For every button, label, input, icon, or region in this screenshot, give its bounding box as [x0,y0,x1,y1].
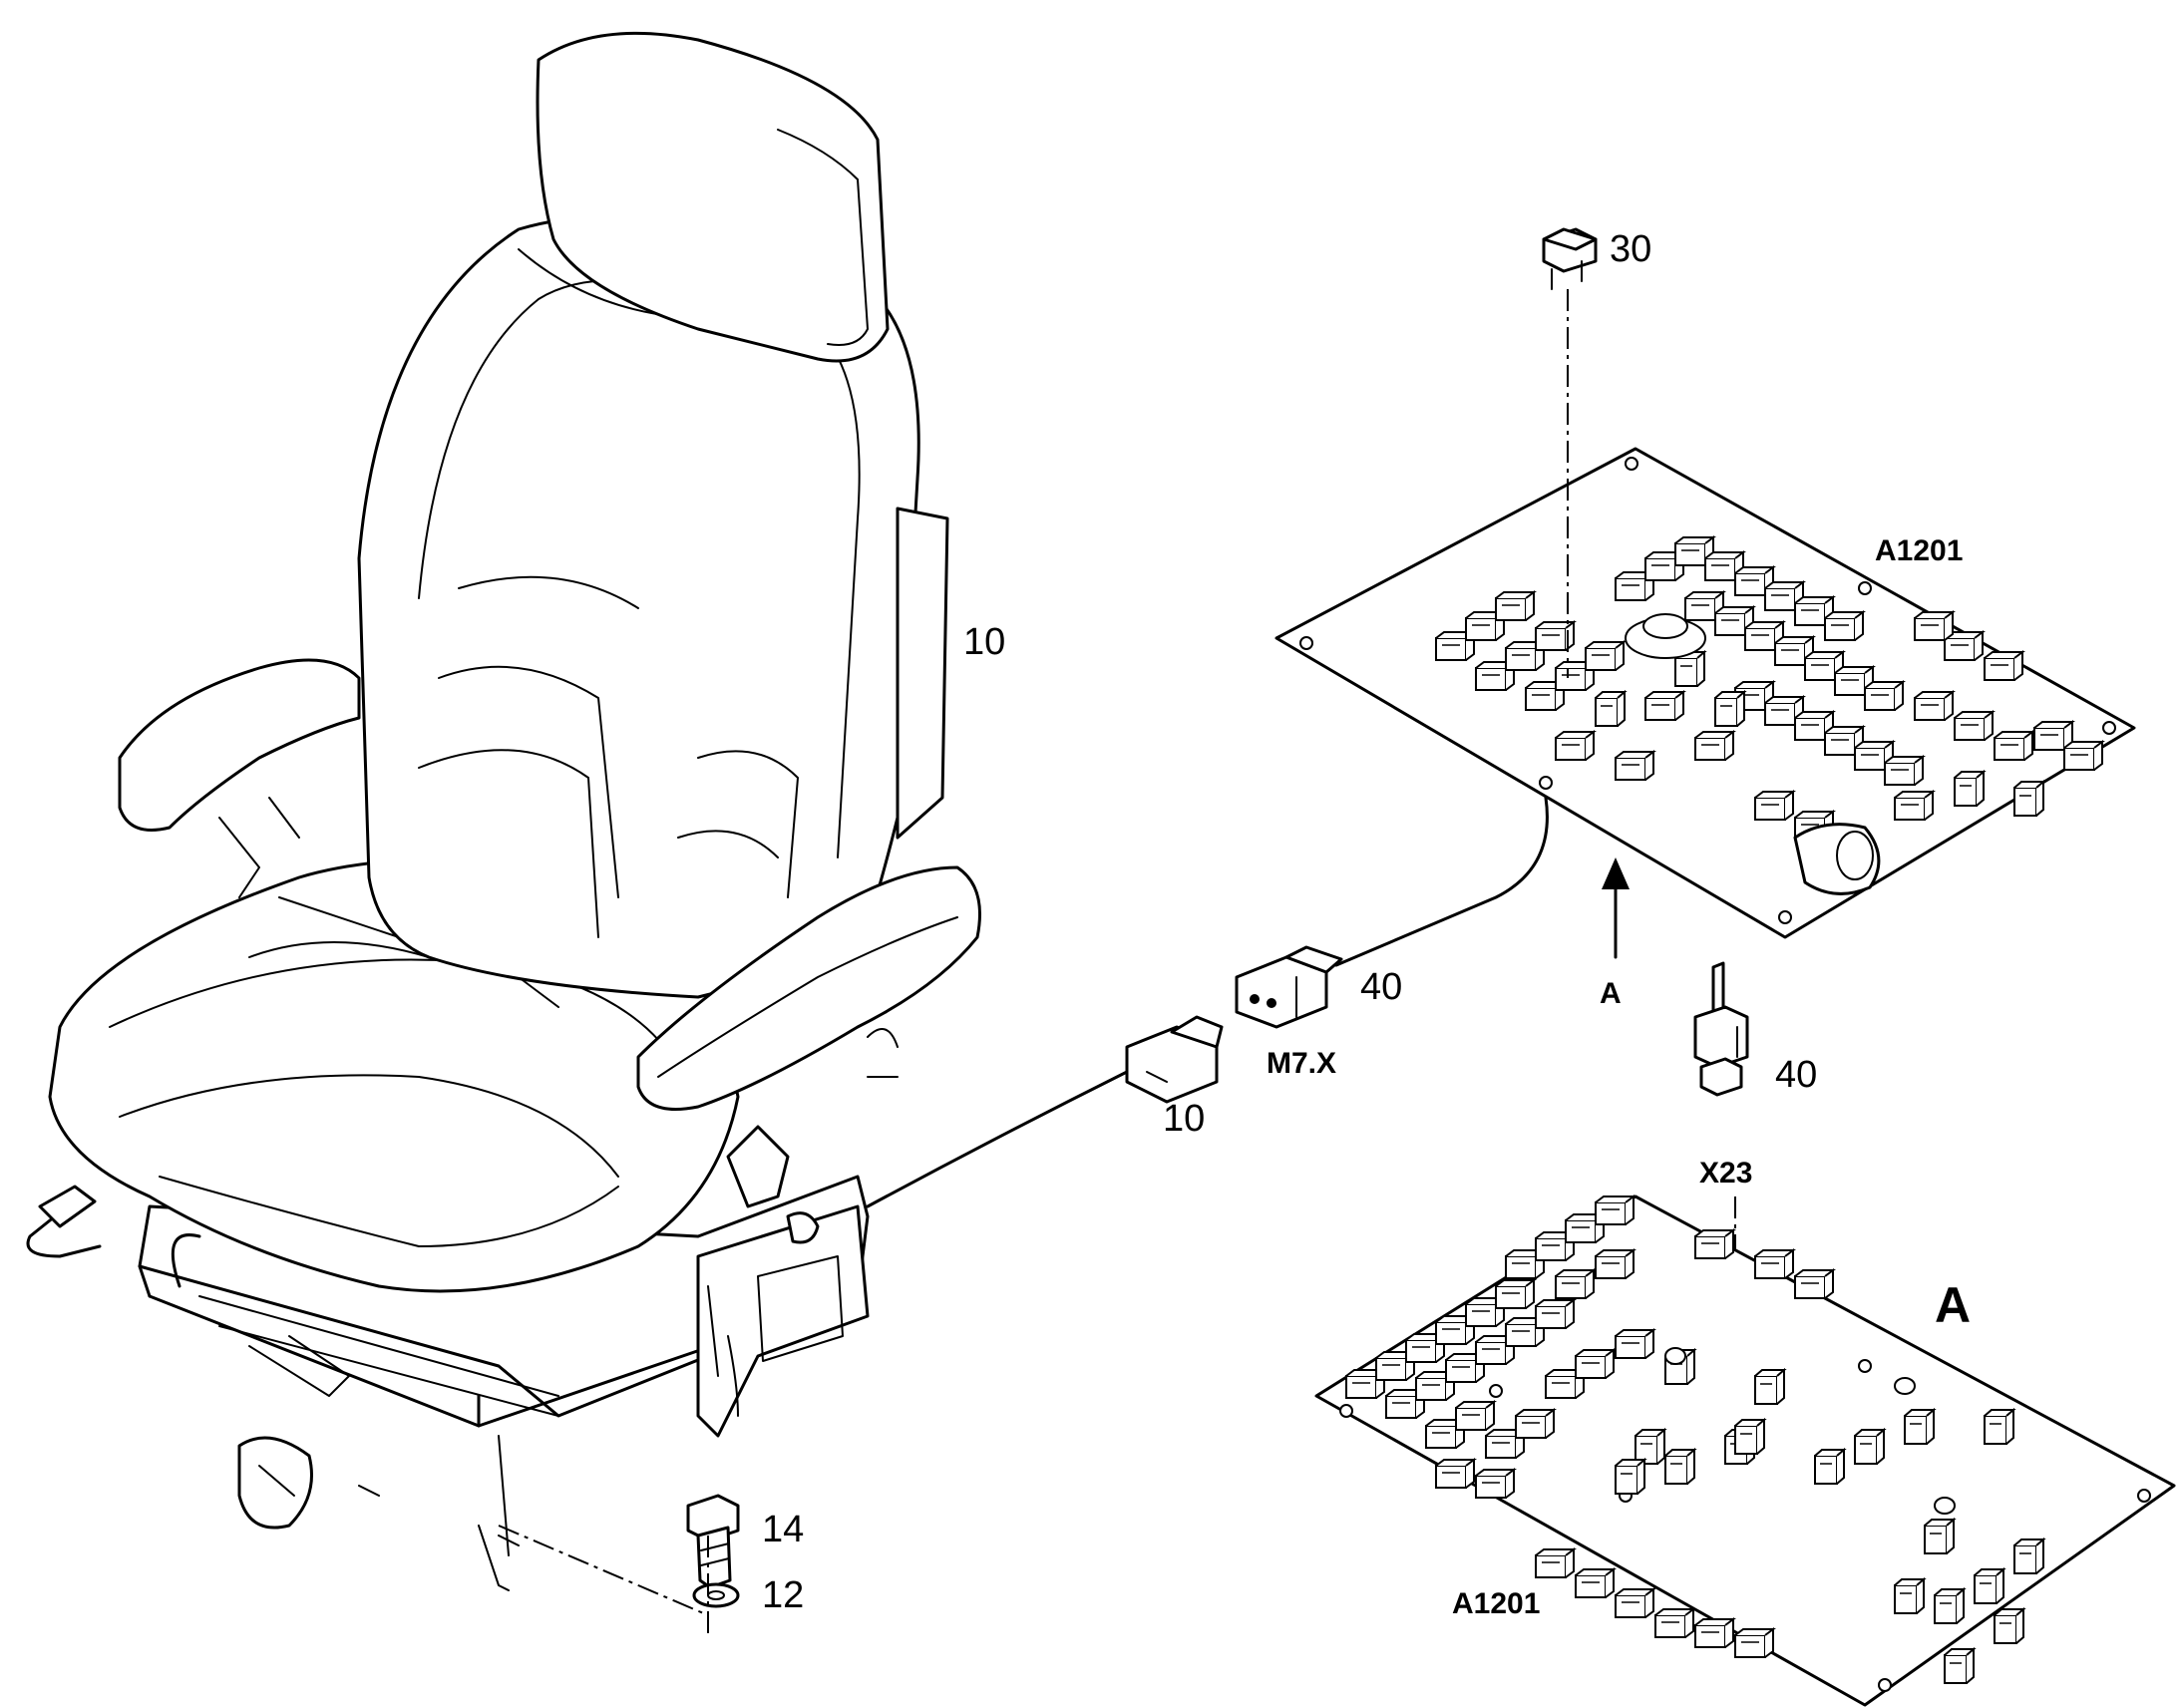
seat-harness-cable [866,1070,1129,1208]
label-plug-10: 10 [1163,1098,1205,1140]
washer-12 [692,1582,740,1608]
label-m7x: M7.X [1267,1047,1336,1080]
label-board-a1201-bottom: A1201 [1452,1587,1540,1620]
label-seat-10: 10 [963,621,1005,663]
seat-backrest [357,215,949,999]
control-board-a1201-top [1274,447,2136,939]
label-connector-40-bottom: 40 [1775,1054,1817,1096]
label-connector-40-top: 40 [1360,966,1402,1008]
seat-armrest-right [636,865,981,1244]
label-fuse-30: 30 [1610,228,1651,270]
bolt-alignment-line [498,1525,709,1635]
label-washer-12: 12 [762,1574,804,1616]
label-board-a1201-top: A1201 [1875,534,1963,567]
connector-x23 [1693,961,1749,1097]
operator-seat [26,31,1129,1591]
board-harness-cable [1334,796,1549,967]
label-view-arrow-a: A [1600,977,1622,1010]
label-detail-a: A [1935,1277,1971,1333]
seat-headrest [536,31,890,363]
plug-10 [1125,1015,1224,1104]
bolt-14 [686,1494,740,1589]
fuse-30 [1542,227,1598,290]
seat-armrest-left [118,658,361,898]
label-bolt-14: 14 [762,1509,804,1550]
control-board-a1201-bottom [1314,1195,2176,1707]
label-x23: X23 [1699,1157,1752,1190]
view-arrow-a [1602,857,1630,959]
connector-m7x [1235,945,1343,1029]
